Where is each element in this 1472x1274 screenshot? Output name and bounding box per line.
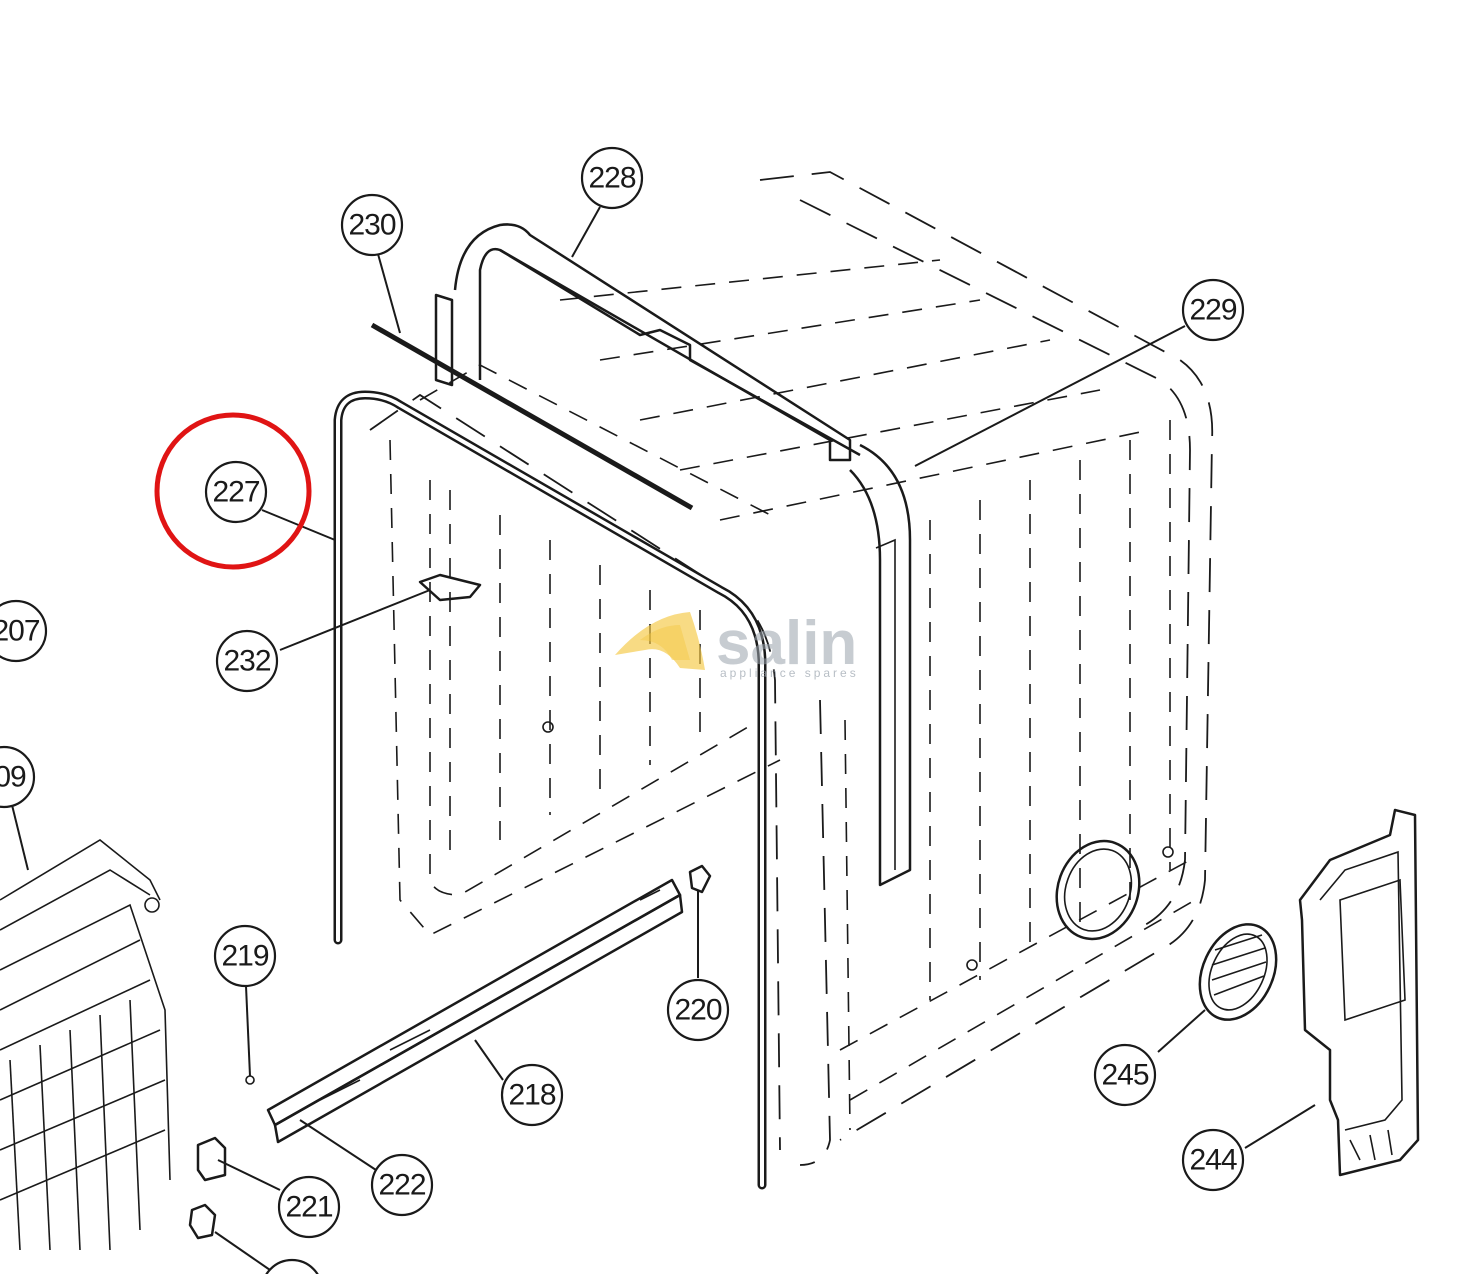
part-245-filter-cap: [1198, 923, 1278, 1021]
leader-lines: [11, 206, 1316, 1271]
part-232-clip: [418, 573, 482, 602]
callout-220: 220: [666, 978, 730, 1042]
svg-text:227: 227: [212, 476, 259, 509]
svg-text:229: 229: [1189, 294, 1236, 327]
part-227-door-gasket: [333, 390, 767, 1190]
leader-small: [214, 1231, 271, 1271]
salin-watermark: salin appliance spares: [615, 609, 859, 680]
leader-222: [299, 1119, 377, 1171]
watermark-brand: salin: [716, 609, 857, 678]
svg-text:232: 232: [223, 645, 270, 678]
callout-207: 207: [0, 599, 48, 663]
callout-221: 221: [277, 1175, 341, 1239]
svg-text:207: 207: [0, 615, 40, 648]
svg-text:244: 244: [1189, 1144, 1236, 1177]
callout-244: 244: [1181, 1128, 1245, 1192]
svg-text:228: 228: [588, 162, 635, 195]
callout-227: 227: [204, 460, 268, 524]
svg-text:221: 221: [285, 1191, 332, 1224]
leader-209: [11, 804, 29, 871]
svg-text:09: 09: [0, 761, 26, 794]
svg-text:218: 218: [508, 1079, 555, 1112]
leader-230: [377, 253, 401, 334]
tub-body: [369, 171, 1214, 1166]
highlight-ring-227: [154, 412, 312, 570]
callout-219: 219: [213, 924, 277, 988]
leader-244: [1244, 1104, 1316, 1149]
leader-232: [279, 589, 431, 651]
leader-219: [245, 985, 251, 1077]
part-218-rail: [266, 878, 684, 1144]
part-221-bracket: [196, 1136, 227, 1182]
callout-230: 230: [340, 193, 404, 257]
callout-232: 232: [215, 629, 279, 693]
callout-245: 245: [1093, 1043, 1157, 1107]
svg-text:220: 220: [674, 994, 721, 1027]
leader-245: [1157, 1009, 1206, 1053]
leader-228: [571, 206, 601, 258]
callouts: 227 228 229 230 232 207 09 219: [0, 146, 1245, 1274]
leader-221: [217, 1159, 281, 1191]
part-small-wheel: [188, 1203, 217, 1240]
watermark-swoosh: [615, 612, 705, 670]
part-230-rod: [370, 322, 694, 511]
part-220-clip: [688, 864, 712, 894]
callout-229: 229: [1181, 278, 1245, 342]
callout-209: 09: [0, 745, 36, 809]
svg-text:245: 245: [1101, 1059, 1148, 1092]
tub-outlet-ring: [1055, 839, 1141, 941]
leader-229: [914, 325, 1186, 467]
svg-text:222: 222: [378, 1169, 425, 1202]
part-219-pin: [245, 1075, 255, 1085]
part-244-side-cover: [1298, 808, 1420, 1177]
leader-218: [474, 1039, 504, 1081]
part-209-basket: [0, 839, 171, 1251]
callout-222: 222: [370, 1153, 434, 1217]
callout-228: 228: [580, 146, 644, 210]
part-228-top-frame: [434, 223, 912, 887]
watermark-tagline: appliance spares: [720, 666, 859, 680]
callout-partial-bottom: [265, 1258, 319, 1274]
svg-text:219: 219: [221, 940, 268, 973]
callout-218: 218: [500, 1063, 564, 1127]
svg-text:230: 230: [348, 209, 395, 242]
